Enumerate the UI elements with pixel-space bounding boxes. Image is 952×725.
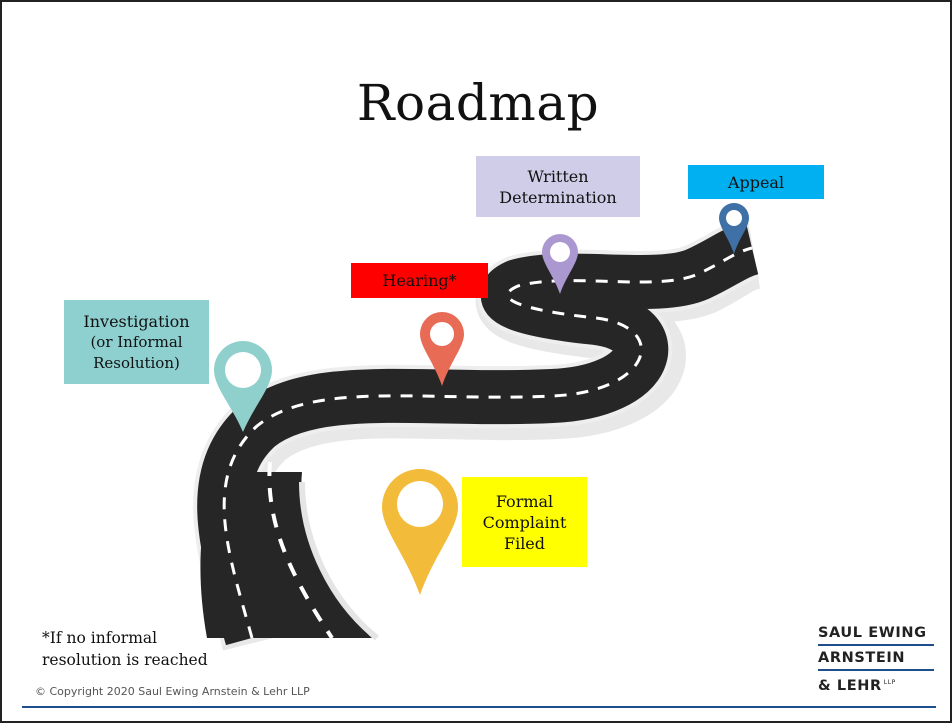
pin-appeal-hole (726, 210, 742, 226)
logo-line2: ARNSTEIN (818, 650, 906, 666)
label-appeal-text: Appeal (727, 172, 785, 192)
label-investigation-line2: (or Informal (90, 332, 183, 351)
map-pin-written-icon (542, 234, 578, 294)
footnote-line2: resolution is reached (42, 651, 208, 669)
lane-marking (222, 246, 753, 639)
label-written-line1: Written (527, 166, 589, 186)
logo-divider-2 (818, 669, 934, 671)
label-formal-line2: Complaint (482, 512, 567, 532)
label-investigation-line3: Resolution) (93, 353, 180, 372)
slide-title: Roadmap (356, 74, 600, 132)
copyright-text: © Copyright 2020 Saul Ewing Arnstein & L… (35, 685, 310, 698)
logo-line1: SAUL EWING (818, 625, 927, 641)
logo-llp: LLP (883, 679, 896, 686)
logo-line3-text: & LEHR (818, 677, 882, 694)
logo-divider-1 (818, 644, 934, 646)
label-hearing-text: Hearing* (382, 271, 457, 290)
pin-written-hole (550, 242, 570, 262)
label-hearing: Hearing* (351, 263, 488, 298)
map-pin-investigation-icon (214, 341, 272, 432)
road-foreground-edge (299, 481, 379, 641)
label-written-line2: Determination (499, 187, 617, 207)
map-pin-hearing-icon (420, 312, 464, 386)
label-investigation: Investigation (or Informal Resolution) (64, 300, 209, 384)
pin-hearing-hole (430, 322, 454, 346)
road-foreground (200, 472, 372, 638)
map-pin-appeal-icon (719, 203, 749, 254)
footnote: *If no informal resolution is reached (42, 627, 208, 671)
footer-rule (22, 706, 936, 708)
label-formal-line1: Formal (495, 491, 554, 511)
label-written-determination: Written Determination (476, 156, 640, 217)
label-investigation-line1: Investigation (83, 311, 190, 331)
pin-formal-hole (397, 481, 443, 527)
label-formal-line3: Filed (503, 533, 546, 553)
map-pin-formal-icon (382, 469, 458, 595)
pin-investigation-hole (225, 352, 261, 388)
label-formal-complaint: Formal Complaint Filed (462, 477, 587, 567)
footnote-line1: *If no informal (42, 629, 158, 647)
lane-marking-foreground (267, 461, 334, 640)
label-appeal: Appeal (688, 165, 824, 199)
